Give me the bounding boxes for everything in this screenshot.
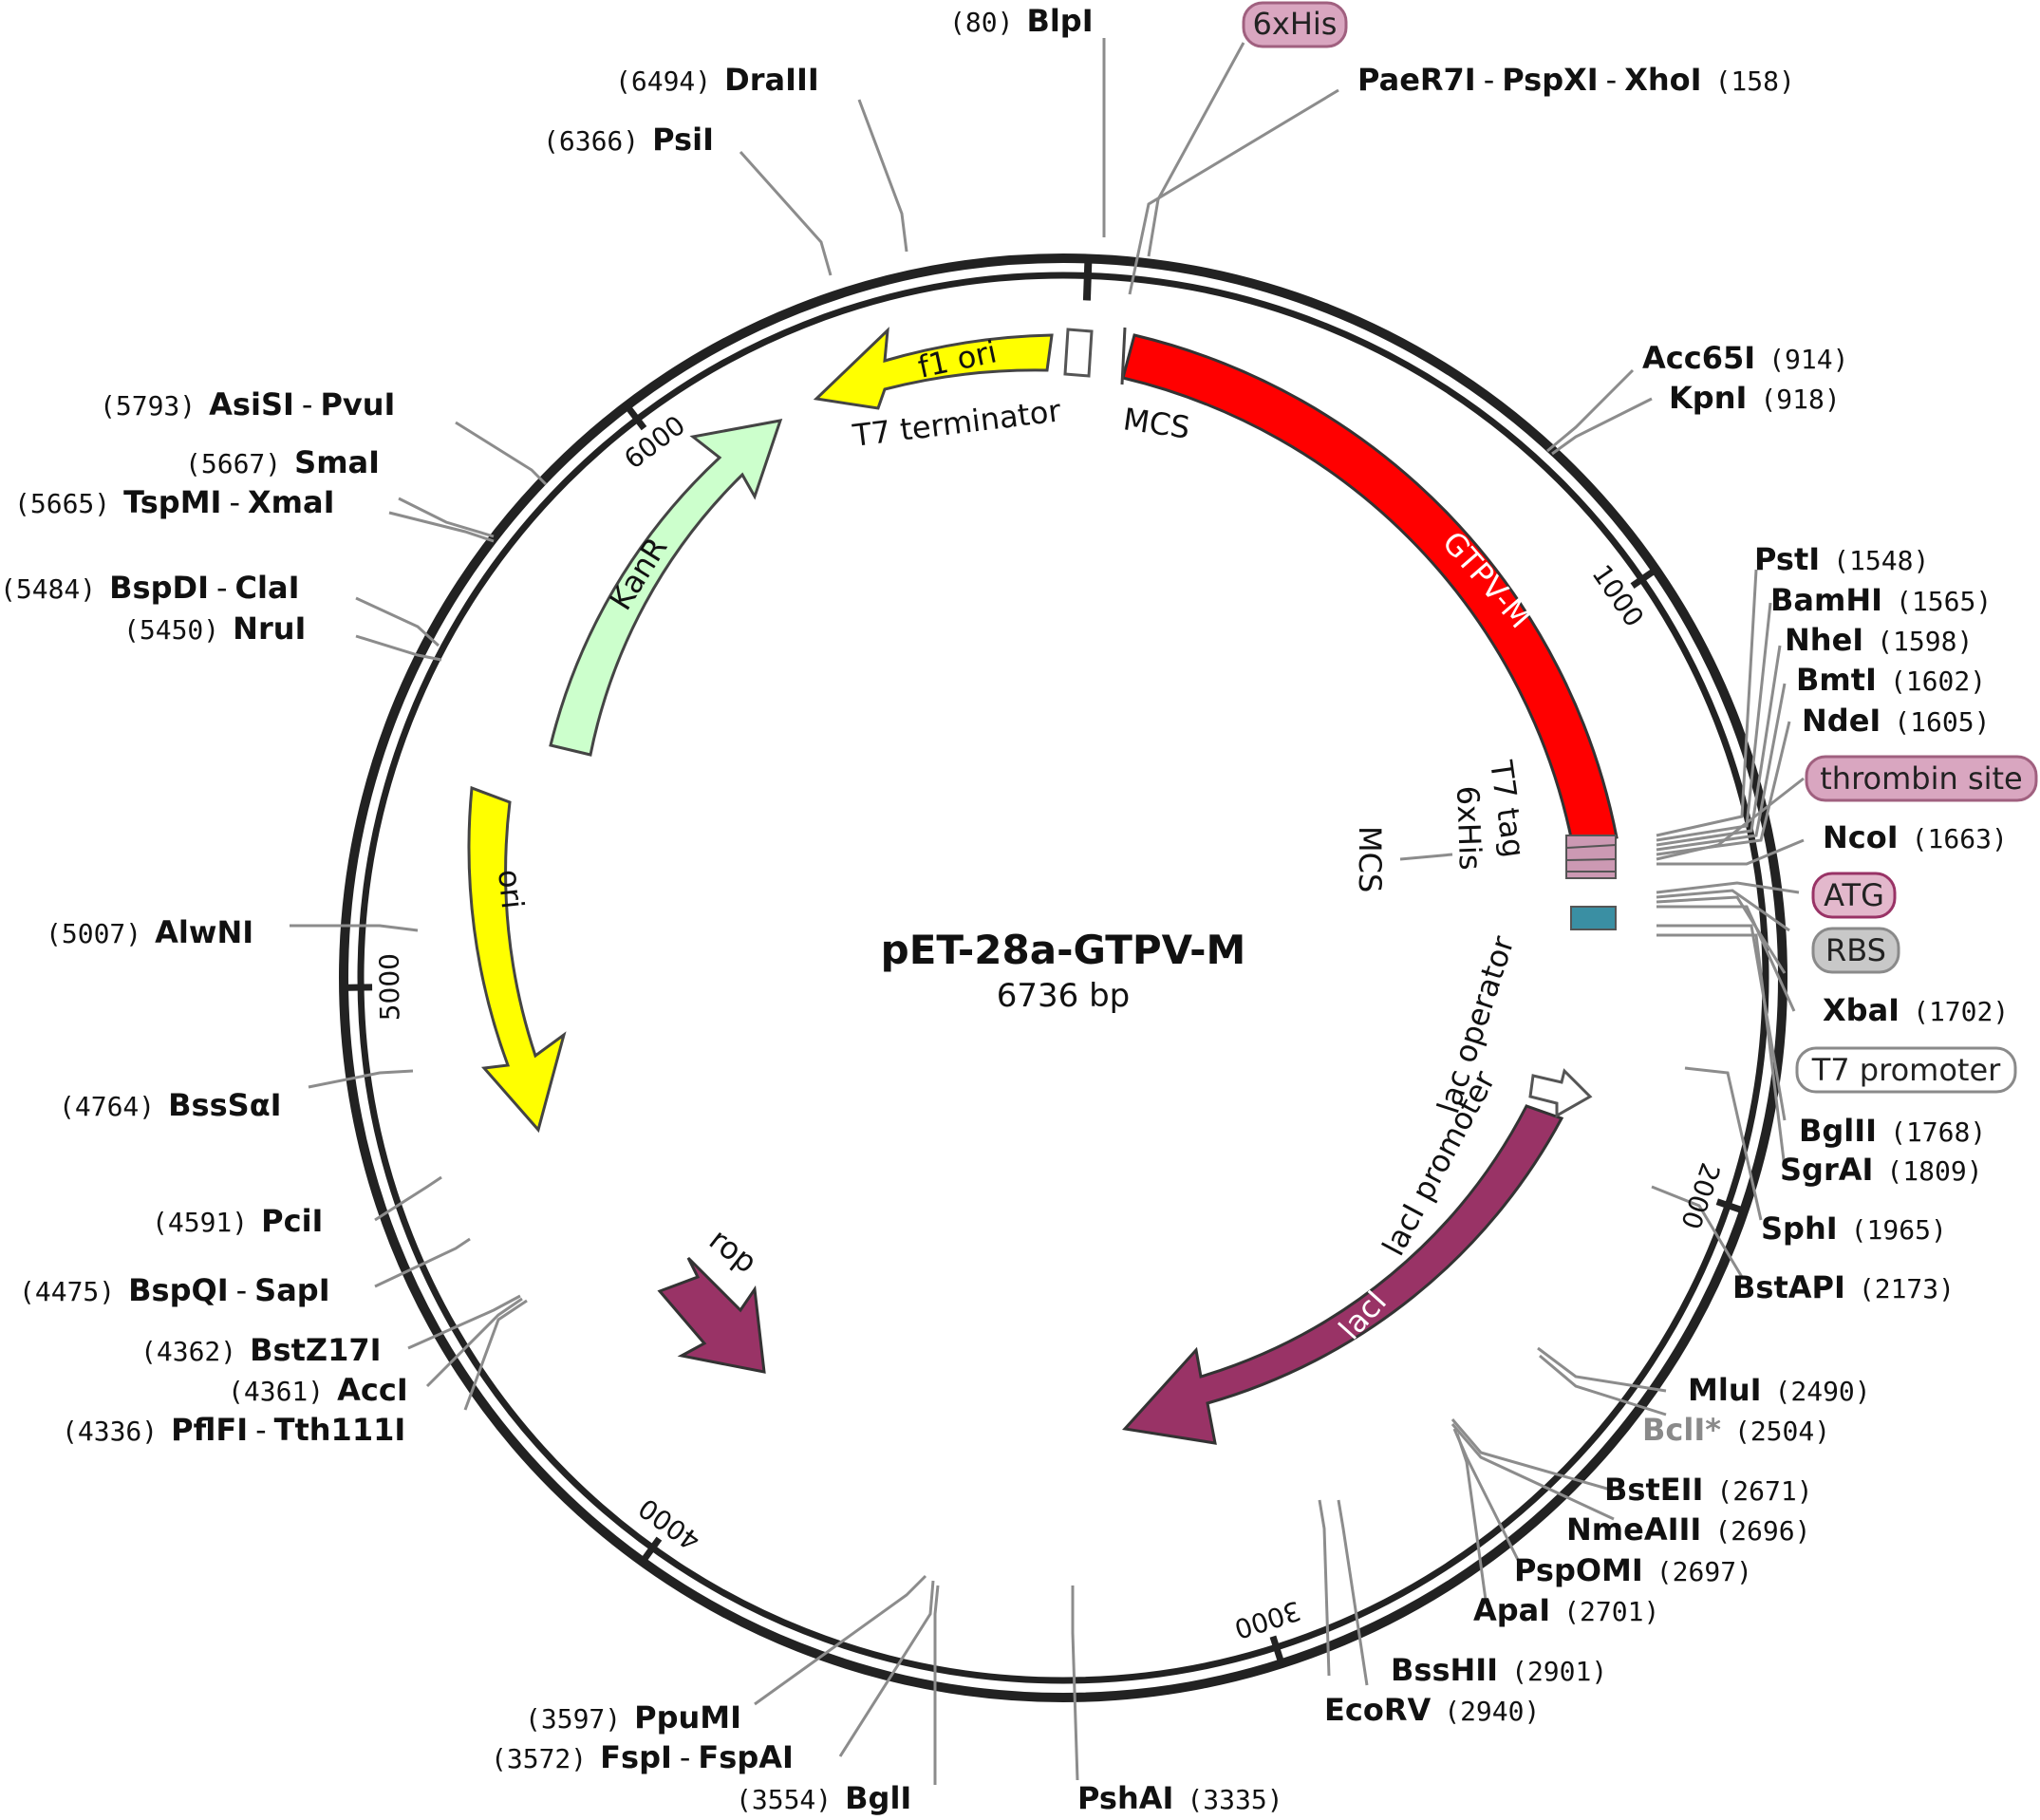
- annotation-6xhis: 6xHis: [1450, 785, 1488, 871]
- tick-mark: [1715, 1198, 1748, 1215]
- site-label-psii: (6366)PsiI: [543, 122, 714, 158]
- site-label-nmeaiii: NmeAIII(2696): [1566, 1511, 1810, 1548]
- feature-kanr: [549, 419, 783, 757]
- site-label-apai: ApaI(2701): [1473, 1592, 1659, 1628]
- site-label-mlui: MluI(2490): [1688, 1372, 1871, 1408]
- plasmid-size: 6736 bp: [997, 977, 1131, 1015]
- lac-operator-arrow: [1528, 1068, 1593, 1118]
- feature-f1-ori: [813, 327, 1054, 410]
- site-labels: (80)BlpI PaeR7I-PspXI-XhoI(158) (6494)Dr…: [0, 3, 2009, 1816]
- site-label-nhei: NheI(1598): [1785, 622, 1973, 658]
- site-label-bmti: BmtI(1602): [1796, 662, 1986, 698]
- box-atg: ATG: [1824, 877, 1884, 913]
- feature-label-rop: rop: [702, 1221, 764, 1280]
- site-label-bgli: (3554)BglI: [736, 1780, 911, 1816]
- tick-label: 4000: [633, 1492, 706, 1556]
- site-label-bsshii: BssHII(2901): [1391, 1652, 1607, 1688]
- tick-mark: [623, 402, 647, 431]
- site-label-bamhi: BamHI(1565): [1770, 582, 1992, 618]
- features: [467, 327, 1619, 1445]
- backbone: [339, 253, 1787, 1702]
- annotation-t7-terminator: T7 terminator: [850, 392, 1063, 454]
- site-label-bspqi: (4475)BspQI-SapI: [19, 1272, 330, 1308]
- site-label-smai: (5667)SmaI: [185, 444, 380, 480]
- feature-rop: [657, 1256, 766, 1374]
- site-label-pshai: PshAI(3335): [1077, 1780, 1283, 1816]
- rbs-block: [1570, 906, 1617, 930]
- site-label-ndei: NdeI(1605): [1802, 703, 1990, 739]
- site-label-xbai: XbaI(1702): [1823, 992, 2009, 1028]
- site-label-ppumi: (3597)PpuMI: [525, 1699, 741, 1736]
- site-label-paer7i: PaeR7I-PspXI-XhoI(158): [1357, 62, 1795, 98]
- site-label-bglii: BglII(1768): [1799, 1113, 1986, 1149]
- tick-mark: [1630, 566, 1659, 589]
- tick-label: 3000: [1230, 1594, 1304, 1644]
- tick-mark: [638, 1536, 663, 1566]
- box-thrombin-site: thrombin site: [1820, 760, 2022, 797]
- site-label-fspi: (3572)FspI-FspAI: [491, 1739, 794, 1775]
- annotation-t7-tag: T7 tag: [1483, 758, 1532, 860]
- box-t7-promoter: T7 promoter: [1811, 1052, 2001, 1088]
- feature-laci: [1122, 1104, 1564, 1445]
- box-6xhis: 6xHis: [1253, 6, 1338, 42]
- plasmid-title: pET-28a-GTPV-M 6736 bp: [881, 927, 1246, 1015]
- site-label-psti: PstI(1548): [1754, 541, 1929, 577]
- site-label-bspdi: (5484)BspDI-ClaI: [0, 570, 299, 606]
- tick-label: 5000: [374, 953, 406, 1022]
- site-label-nrui: (5450)NruI: [123, 610, 306, 647]
- site-label-acci: (4361)AccI: [228, 1372, 408, 1408]
- t7-terminator-box: [1063, 328, 1094, 378]
- feature-label-f1-ori: f1 ori: [915, 333, 1000, 385]
- feature-ori: [467, 785, 567, 1134]
- site-label-bsteii: BstEII(2671): [1604, 1472, 1813, 1508]
- feature-gtpv-m: [1121, 333, 1619, 849]
- site-label-bstz17i: (4362)BstZ17I: [140, 1332, 382, 1368]
- feature-label-ori: ori: [491, 868, 531, 910]
- tick-label: 6000: [618, 409, 691, 475]
- site-label-sphi: SphI(1965): [1761, 1210, 1947, 1247]
- site-label-tspmi: (5665)TspMI-XmaI: [14, 484, 335, 520]
- leader-lines: [290, 38, 1805, 1785]
- site-label-pflfi: (4336)PflFI-Tth111I: [62, 1412, 405, 1448]
- origin-marker: [1082, 256, 1093, 301]
- site-label-asisi: (5793)AsiSI-PvuI: [100, 386, 395, 422]
- plasmid-name: pET-28a-GTPV-M: [881, 927, 1246, 973]
- site-label-ecorv: EcoRV(2940): [1324, 1692, 1540, 1728]
- site-label-pcii: (4591)PciI: [152, 1203, 323, 1239]
- tick-mark: [1269, 1635, 1285, 1667]
- annotation-mcs-center: MCS: [1352, 826, 1388, 892]
- site-label-bstapi: BstAPI(2173): [1732, 1269, 1955, 1305]
- box-rbs: RBS: [1825, 932, 1886, 968]
- site-label-acc65i: Acc65I(914): [1642, 340, 1848, 376]
- annotation-mcs-top: MCS: [1121, 401, 1192, 445]
- site-label-draiii: (6494)DraIII: [615, 62, 819, 98]
- site-label-ncoi: NcoI(1663): [1823, 819, 2008, 855]
- site-label-bsssai: (4764)BssSαI: [59, 1087, 282, 1123]
- site-label-kpni: KpnI(918): [1669, 380, 1841, 416]
- site-label-pspomi: PspOMI(2697): [1514, 1552, 1752, 1588]
- site-label-sgrai: SgrAI(1809): [1780, 1152, 1983, 1188]
- site-label-alwni: (5007)AlwNI: [46, 914, 253, 950]
- feature-boxes: 6xHis thrombin site ATG RBS T7 promoter: [1242, 1, 2038, 1094]
- site-label-blpi: (80)BlpI: [949, 3, 1094, 39]
- tick-label: 1000: [1586, 559, 1651, 632]
- site-label-bcli: BclI*(2504): [1642, 1412, 1830, 1448]
